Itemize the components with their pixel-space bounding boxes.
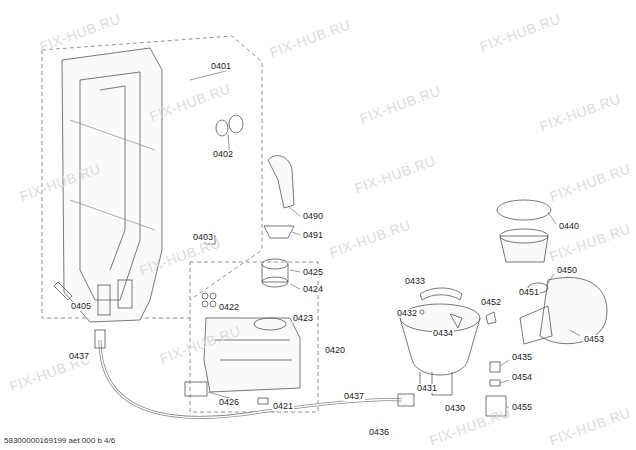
callout-number: 0425	[302, 268, 324, 277]
callout-number: 0424	[302, 285, 324, 294]
callout-number: 0440	[558, 222, 580, 231]
callout-number: 0423	[292, 314, 314, 323]
watermark: FIX-HUB.RU	[547, 406, 632, 448]
callout-number: 0421	[272, 402, 294, 411]
callout-number: 0422	[218, 303, 240, 312]
watermark: FIX-HUB.RU	[328, 217, 413, 259]
callout-number: 0455	[511, 403, 533, 412]
callout-number: 0437	[68, 352, 90, 361]
callout-number: 0491	[302, 231, 324, 240]
callout-number: 0431	[416, 384, 438, 393]
callout-number: 0433	[404, 277, 426, 286]
watermark: FIX-HUB.RU	[353, 153, 438, 195]
callout-number: 0420	[324, 346, 346, 355]
callout-number: 0451	[518, 288, 540, 297]
callout-number: 0402	[212, 150, 234, 159]
watermark: FIX-HUB.RU	[428, 406, 513, 448]
callout-number: 0426	[218, 398, 240, 407]
callout-number: 0437	[343, 392, 365, 401]
callout-number: 0454	[511, 373, 533, 382]
watermark: FIX-HUB.RU	[268, 17, 353, 59]
callout-number: 0403	[192, 233, 214, 242]
callout-number: 0450	[556, 266, 578, 275]
drawing-code: 58300000169199 aet 000 b 4/6	[4, 437, 115, 445]
callout-number: 0453	[583, 335, 605, 344]
callout-number: 0430	[444, 404, 466, 413]
callout-number: 0405	[70, 302, 92, 311]
watermark: FIX-HUB.RU	[547, 161, 632, 203]
callout-number: 0436	[368, 428, 390, 437]
watermark: FIX-HUB.RU	[478, 11, 563, 53]
callout-number: 0435	[511, 353, 533, 362]
callout-number: 0401	[210, 62, 232, 71]
watermark: FIX-HUB.RU	[358, 83, 443, 125]
watermark: FIX-HUB.RU	[538, 91, 623, 133]
callout-number: 0434	[432, 329, 454, 338]
callout-number: 0490	[302, 212, 324, 221]
callout-number: 0432	[396, 309, 418, 318]
callout-number: 0452	[480, 298, 502, 307]
